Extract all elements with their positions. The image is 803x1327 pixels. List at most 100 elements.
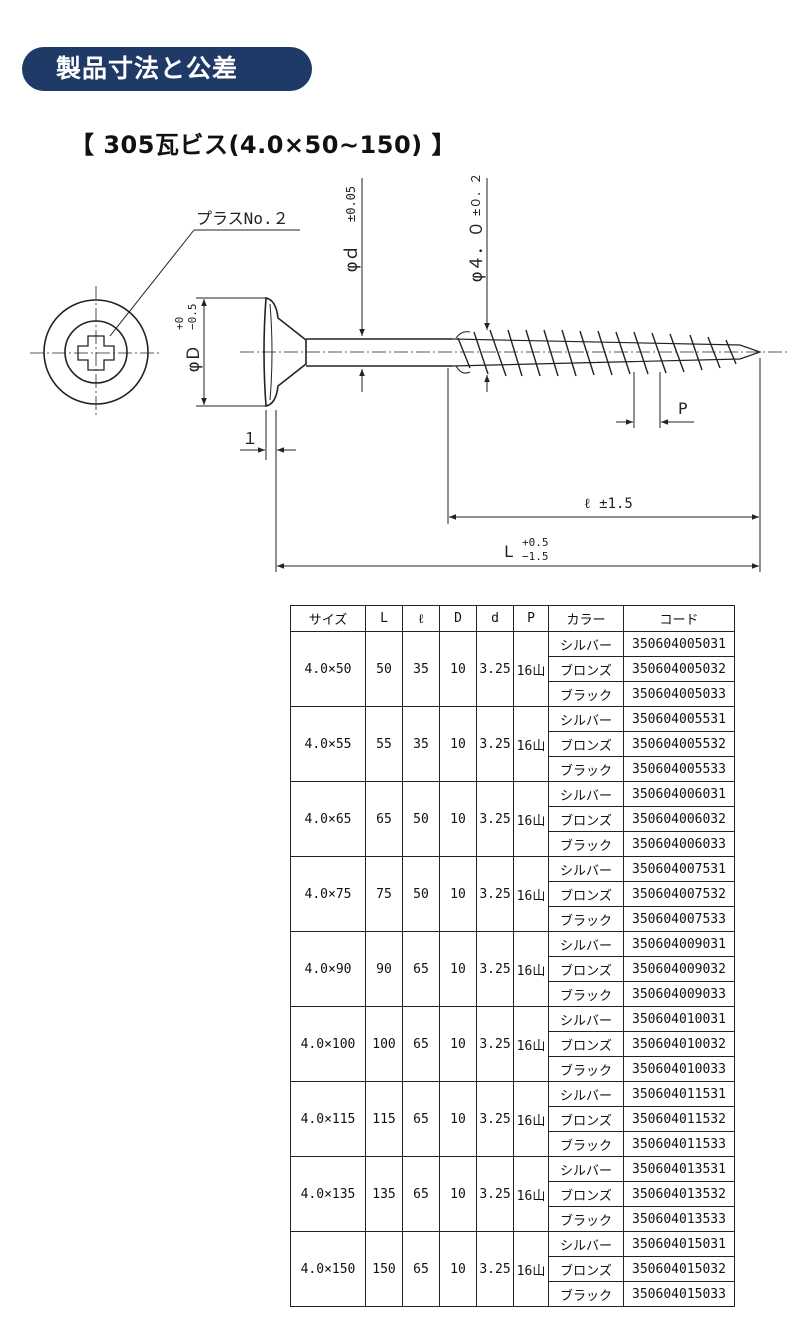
cell-P: 16山 (513, 781, 549, 857)
cell-L: 135 (365, 1156, 403, 1232)
phi-D-dimension (196, 297, 268, 407)
cell-D: 10 (439, 1006, 477, 1082)
cell-L: 65 (365, 781, 403, 857)
screw-side-view (240, 297, 790, 407)
cell-l: 50 (402, 781, 440, 857)
header-color: カラー (548, 605, 624, 632)
cell-code: 350604010031 (623, 1006, 735, 1032)
cell-code: 350604005031 (623, 631, 735, 657)
cell-l: 65 (402, 1156, 440, 1232)
cell-size: 4.0×75 (290, 856, 366, 932)
phi-d-tolerance: ±0.05 (344, 186, 358, 222)
cell-D: 10 (439, 1231, 477, 1307)
cell-l: 35 (402, 706, 440, 782)
cell-size: 4.0×55 (290, 706, 366, 782)
cell-d: 3.25 (476, 1231, 514, 1307)
cell-D: 10 (439, 856, 477, 932)
cell-L: 150 (365, 1231, 403, 1307)
cell-color: ブラック (548, 1131, 624, 1157)
cell-code: 350604013531 (623, 1156, 735, 1182)
product-title: 【 305瓦ビス(4.0×50∼150) 】 (70, 131, 456, 159)
cell-color: ブラック (548, 981, 624, 1007)
cell-color: ブロンズ (548, 1181, 624, 1207)
cell-P: 16山 (513, 931, 549, 1007)
phi-D-tolerance-minus: −0.5 (186, 304, 199, 331)
screw-dimension-drawing: プラスNo.２ φｄ ±0.05 φ４．０ ±０．２ φＤ +0 −0.5 (30, 173, 790, 572)
header-l: ℓ (402, 605, 440, 632)
cell-D: 10 (439, 706, 477, 782)
cell-color: ブロンズ (548, 1106, 624, 1132)
cell-code: 350604011533 (623, 1131, 735, 1157)
total-length-tolerance-minus: −1.5 (522, 550, 549, 563)
cell-color: ブロンズ (548, 731, 624, 757)
cell-L: 100 (365, 1006, 403, 1082)
cell-d: 3.25 (476, 706, 514, 782)
cell-color: シルバー (548, 1081, 624, 1107)
cell-d: 3.25 (476, 631, 514, 707)
cell-l: 35 (402, 631, 440, 707)
cell-L: 115 (365, 1081, 403, 1157)
cell-code: 350604005032 (623, 656, 735, 682)
pitch-dimension (616, 372, 694, 428)
cell-D: 10 (439, 631, 477, 707)
cell-size: 4.0×100 (290, 1006, 366, 1082)
header-P: P (513, 605, 549, 632)
phi-40-tolerance: ±０．２ (469, 173, 483, 216)
phi-D-label: φＤ (184, 345, 204, 372)
header-D: D (439, 605, 477, 632)
cell-color: ブロンズ (548, 806, 624, 832)
cell-code: 350604010033 (623, 1056, 735, 1082)
cell-d: 3.25 (476, 1156, 514, 1232)
phi-d-label: φｄ (342, 245, 362, 272)
cell-d: 3.25 (476, 1006, 514, 1082)
cell-code: 350604006033 (623, 831, 735, 857)
header-code: コード (623, 605, 735, 632)
cell-code: 350604015032 (623, 1256, 735, 1282)
cell-color: シルバー (548, 1006, 624, 1032)
header-L: L (365, 605, 403, 632)
screw-head-front-view (30, 229, 300, 418)
cell-color: ブラック (548, 681, 624, 707)
cell-color: ブラック (548, 1206, 624, 1232)
cell-code: 350604005531 (623, 706, 735, 732)
cell-code: 350604015031 (623, 1231, 735, 1257)
cell-color: シルバー (548, 706, 624, 732)
cell-color: ブロンズ (548, 656, 624, 682)
cell-code: 350604011532 (623, 1106, 735, 1132)
cell-d: 3.25 (476, 856, 514, 932)
cell-P: 16山 (513, 1081, 549, 1157)
cell-D: 10 (439, 781, 477, 857)
cell-l: 50 (402, 856, 440, 932)
head-thickness-label: １ (242, 429, 258, 448)
cell-code: 350604005533 (623, 756, 735, 782)
cell-code: 350604013532 (623, 1181, 735, 1207)
cell-color: シルバー (548, 781, 624, 807)
cell-P: 16山 (513, 631, 549, 707)
cell-D: 10 (439, 931, 477, 1007)
phi-D-tolerance-plus: +0 (173, 317, 186, 330)
cell-l: 65 (402, 1231, 440, 1307)
table-header-row: サイズ L ℓ D d P カラー コード (290, 605, 735, 632)
cell-P: 16山 (513, 706, 549, 782)
head-thickness-dimension (240, 410, 296, 572)
cell-size: 4.0×90 (290, 931, 366, 1007)
cell-P: 16山 (513, 1156, 549, 1232)
cell-d: 3.25 (476, 1081, 514, 1157)
cell-size: 4.0×50 (290, 631, 366, 707)
cell-color: ブロンズ (548, 881, 624, 907)
